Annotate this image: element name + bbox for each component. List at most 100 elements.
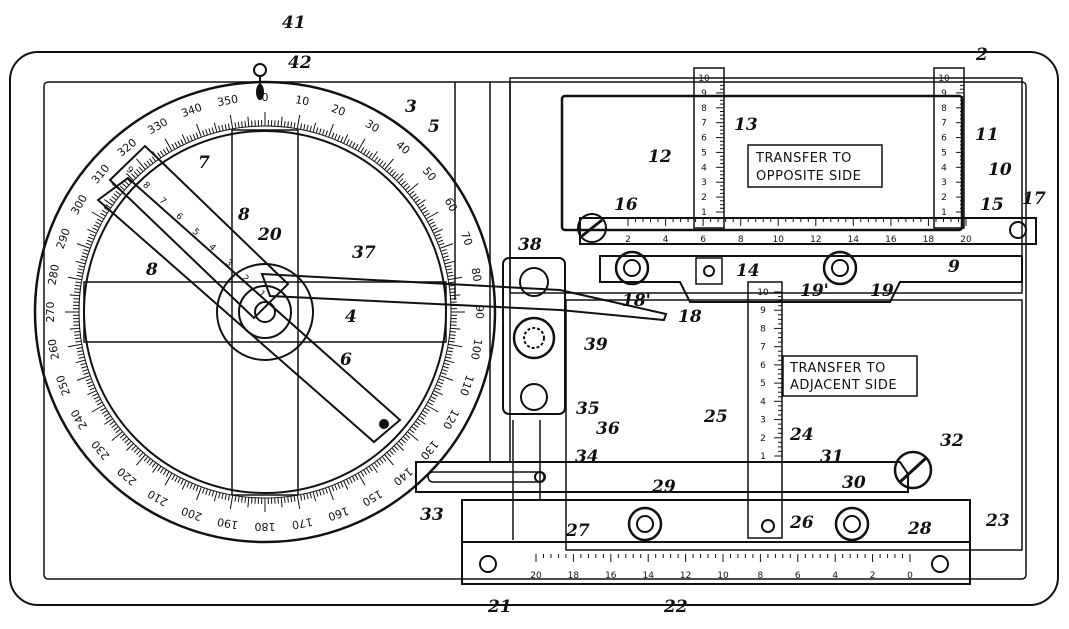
dial-tick <box>449 291 456 294</box>
dial-tick <box>300 494 303 501</box>
dial-tick <box>186 136 190 143</box>
reference-numerals: 2 3 4 5 6 7 8 8 9 10 11 12 13 14 15 16 1… <box>145 13 1046 617</box>
dial-tick <box>400 438 406 444</box>
dial-tick <box>69 294 80 297</box>
dial-tick <box>119 433 125 439</box>
dial-tick <box>334 484 338 491</box>
dial-tick <box>444 260 455 265</box>
dial-tick <box>213 122 218 133</box>
pointer-37 <box>260 272 668 322</box>
dial-number: 350 <box>216 93 239 109</box>
ref-27: 27 <box>565 521 590 541</box>
dial-tick <box>104 199 113 206</box>
dial-tick <box>351 142 356 149</box>
dial-tick <box>136 449 141 456</box>
dial-tick <box>192 484 196 491</box>
dial-tick <box>75 359 86 364</box>
dial-tick <box>446 350 453 353</box>
dial-tick <box>86 381 93 385</box>
vertical-scale-12 <box>693 67 725 229</box>
ref-31: 31 <box>820 447 844 467</box>
ref-15: 15 <box>980 195 1004 215</box>
scale-number: 3 <box>941 178 947 188</box>
dial-tick <box>159 467 165 474</box>
dial-number: 180 <box>255 520 276 533</box>
scale-number: 0 <box>907 571 913 581</box>
dial-tick <box>100 212 106 217</box>
dial-tick <box>80 362 87 366</box>
dial-tick <box>157 465 162 472</box>
scale-number: 5 <box>760 379 766 389</box>
dial-tick <box>95 398 102 403</box>
dial-number: 0 <box>262 91 269 104</box>
ref-39: 39 <box>584 335 608 355</box>
dial-tick <box>224 124 227 131</box>
dial-number: 40 <box>393 138 412 157</box>
dial-tick <box>149 460 154 466</box>
dial-tick <box>442 255 449 259</box>
dial-tick <box>417 418 426 425</box>
dial-number: 210 <box>145 487 170 509</box>
arm-scale-number: 3 <box>223 258 234 269</box>
dial-tick <box>365 150 371 157</box>
dial-tick <box>437 239 444 243</box>
dial-number: 250 <box>54 373 73 397</box>
dial-tick <box>450 294 461 297</box>
dial-tick <box>101 209 108 214</box>
dial-tick <box>427 401 434 406</box>
dial-tick <box>445 356 452 359</box>
dial-tick <box>211 127 215 134</box>
dial-tick <box>126 443 134 451</box>
scale-number: 18 <box>923 235 935 245</box>
protractor-ticks <box>65 112 465 512</box>
dial-tick <box>303 493 306 500</box>
dial-tick <box>379 458 384 464</box>
dial-tick <box>357 472 366 486</box>
dial-tick <box>119 185 125 191</box>
dial-tick <box>431 393 438 397</box>
ref-7: 7 <box>198 153 210 173</box>
arm-scale-number: 8 <box>140 180 151 191</box>
dial-tick <box>351 475 356 482</box>
dial-tick <box>171 143 176 150</box>
dial-tick <box>439 243 454 249</box>
dial-tick <box>124 438 130 444</box>
dial-tick <box>136 168 141 175</box>
ref-32: 32 <box>940 431 964 451</box>
dial-tick <box>290 496 293 503</box>
dial-number: 90 <box>473 305 486 319</box>
dial-tick <box>174 142 179 149</box>
dial-tick <box>386 452 392 458</box>
dial-tick <box>195 485 199 492</box>
dial-tick <box>360 471 365 477</box>
arm-scale-number: 7 <box>157 196 168 207</box>
dial-tick <box>449 330 456 333</box>
scale-number: 2 <box>701 193 707 203</box>
dial-tick <box>340 481 344 488</box>
dial-tick <box>405 433 411 439</box>
dial-tick <box>189 483 193 489</box>
dial-tick <box>337 483 341 489</box>
dial-number: 290 <box>54 227 73 251</box>
dial-tick <box>78 265 85 268</box>
ref-41: 41 <box>282 13 306 33</box>
dial-tick <box>322 488 325 495</box>
dial-tick <box>105 415 112 420</box>
dial-tick <box>221 124 224 131</box>
dial-tick <box>151 156 157 162</box>
ref-3: 3 <box>405 97 417 117</box>
dial-tick <box>293 122 296 129</box>
dial-number: 30 <box>363 117 382 135</box>
dial-tick <box>381 162 387 168</box>
dial-tick <box>384 158 394 170</box>
lower-frame <box>565 299 1023 551</box>
dial-tick <box>218 125 221 132</box>
label-box-opposite <box>747 144 883 188</box>
dial-tick <box>93 224 100 229</box>
ref-16: 16 <box>614 195 638 215</box>
arm-scale-number: 9 <box>124 165 135 176</box>
dial-tick <box>138 166 144 172</box>
column-block-38 <box>502 257 566 415</box>
dial-tick <box>448 276 463 281</box>
dial-tick <box>162 469 167 476</box>
